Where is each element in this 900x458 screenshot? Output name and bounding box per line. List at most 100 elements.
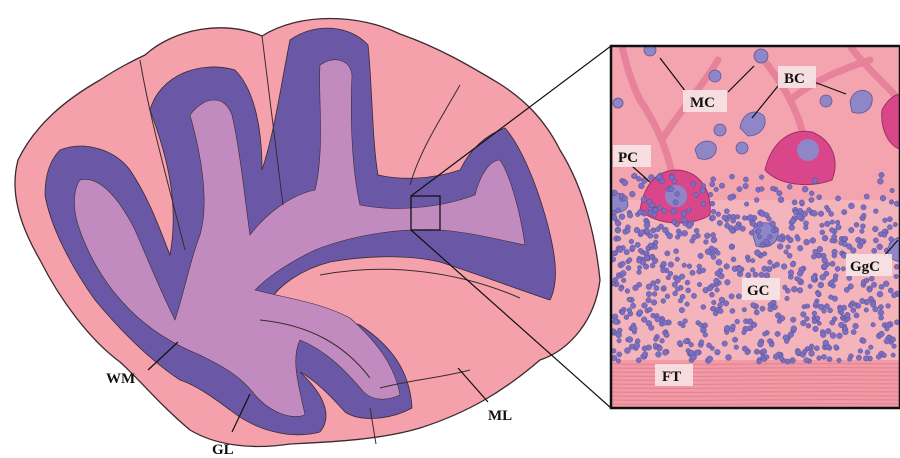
granule-cell bbox=[646, 297, 651, 302]
granule-cell bbox=[729, 174, 734, 179]
granule-cell bbox=[754, 198, 759, 203]
granule-cell bbox=[785, 296, 790, 301]
granule-cell bbox=[795, 349, 801, 355]
granule-cell bbox=[811, 275, 817, 281]
granule-cell bbox=[642, 351, 647, 356]
granule-cell bbox=[843, 329, 849, 335]
granule-cell bbox=[704, 233, 710, 239]
granule-cell bbox=[788, 270, 794, 276]
granule-cell bbox=[861, 205, 866, 210]
granule-cell bbox=[744, 202, 749, 207]
granule-cell bbox=[847, 276, 852, 281]
granule-cell bbox=[792, 200, 797, 205]
granule-cell bbox=[848, 284, 854, 290]
granule-cell bbox=[697, 264, 702, 269]
granule-cell bbox=[694, 193, 699, 198]
granule-cell bbox=[860, 229, 865, 234]
granule-cell bbox=[847, 357, 851, 361]
granule-cell bbox=[788, 237, 794, 243]
granule-cell bbox=[656, 352, 662, 358]
granule-cell bbox=[691, 354, 697, 360]
granule-cell bbox=[813, 249, 818, 254]
granule-cell bbox=[777, 243, 783, 249]
granule-cell bbox=[711, 209, 716, 214]
granule-cell bbox=[705, 249, 711, 255]
granule-cell bbox=[636, 358, 641, 363]
granule-cell bbox=[770, 186, 775, 191]
granule-cell bbox=[822, 257, 828, 263]
granule-cell bbox=[669, 186, 674, 191]
purkinje-nucleus bbox=[797, 139, 819, 161]
granule-cell bbox=[830, 280, 835, 285]
granule-cell bbox=[807, 208, 812, 213]
granule-cell bbox=[642, 303, 648, 309]
granule-cell bbox=[715, 349, 721, 355]
granule-cell bbox=[756, 228, 761, 233]
granule-cell bbox=[630, 245, 635, 250]
granule-cell bbox=[641, 317, 647, 323]
granule-cell bbox=[889, 200, 894, 205]
granule-cell bbox=[773, 354, 779, 360]
granule-cell bbox=[627, 337, 633, 343]
granule-cell bbox=[818, 211, 824, 217]
granule-cell bbox=[754, 250, 760, 256]
granule-cell bbox=[812, 210, 818, 216]
granule-cell bbox=[740, 226, 746, 232]
granule-cell bbox=[660, 338, 665, 343]
granule-cell bbox=[759, 175, 764, 180]
granule-cell bbox=[814, 301, 819, 306]
granule-cell bbox=[791, 326, 797, 332]
granule-cell bbox=[708, 192, 713, 197]
granule-cell bbox=[832, 253, 837, 258]
granule-cell bbox=[675, 287, 679, 291]
granule-cell bbox=[662, 208, 667, 213]
granule-cell bbox=[644, 255, 650, 261]
granule-cell bbox=[894, 264, 899, 269]
granule-cell bbox=[777, 190, 783, 196]
granule-cell bbox=[746, 272, 751, 277]
granule-cell bbox=[613, 319, 619, 325]
granule-cell bbox=[879, 172, 884, 177]
granule-cell bbox=[790, 262, 795, 267]
granule-cell bbox=[719, 297, 725, 303]
granule-cell bbox=[833, 274, 838, 279]
granule-cell bbox=[711, 306, 716, 311]
granule-cell bbox=[629, 344, 634, 349]
granule-cell bbox=[625, 289, 630, 294]
granule-cell bbox=[650, 203, 655, 208]
granule-cell bbox=[707, 356, 713, 362]
granule-cell bbox=[804, 239, 810, 245]
granule-cell bbox=[749, 230, 754, 235]
granule-cell bbox=[788, 332, 794, 338]
granule-cell bbox=[783, 285, 788, 290]
granule-cell bbox=[851, 308, 856, 313]
granule-cell bbox=[624, 315, 629, 320]
granule-cell bbox=[873, 238, 878, 243]
granule-cell bbox=[785, 359, 790, 364]
granule-cell bbox=[736, 294, 741, 299]
granule-cell bbox=[837, 333, 843, 339]
granule-cell bbox=[751, 259, 755, 263]
granule-cell bbox=[683, 319, 688, 324]
granule-cell bbox=[631, 326, 637, 332]
granule-cell bbox=[892, 344, 897, 349]
granule-cell bbox=[615, 227, 621, 233]
granule-cell bbox=[734, 225, 740, 231]
granule-cell bbox=[873, 306, 879, 312]
granule-cell bbox=[719, 183, 724, 188]
granule-cell bbox=[824, 221, 830, 227]
granule-cell bbox=[797, 271, 803, 277]
granule-cell bbox=[667, 233, 673, 239]
granule-cell bbox=[768, 306, 774, 312]
granule-cell bbox=[886, 304, 891, 309]
granule-cell bbox=[850, 248, 856, 254]
granule-cell bbox=[883, 218, 888, 223]
granule-cell bbox=[842, 242, 847, 247]
granule-cell bbox=[701, 201, 706, 206]
granule-cell bbox=[856, 303, 861, 308]
granule-cell bbox=[803, 349, 808, 354]
granule-cell bbox=[654, 234, 659, 239]
granule-cell bbox=[872, 226, 878, 232]
granule-cell bbox=[677, 340, 682, 345]
granule-cell bbox=[709, 292, 714, 297]
